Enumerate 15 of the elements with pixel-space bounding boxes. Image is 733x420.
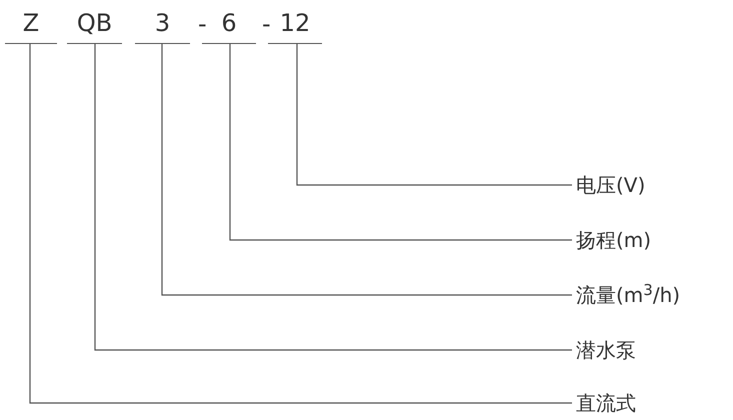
code-segment: 3 — [135, 0, 190, 44]
meaning-label: 流量(m$^{3}$/h) — [576, 282, 680, 308]
code-segment: 12 — [268, 0, 322, 44]
code-segment: QB — [67, 0, 122, 44]
meaning-label: 电压(V) — [576, 172, 646, 198]
meaning-label: 直流式 — [576, 390, 636, 416]
leader-line — [161, 44, 572, 296]
leader-line — [29, 44, 572, 404]
meaning-label: 潜水泵 — [576, 337, 636, 363]
separator-dash: - — [262, 12, 271, 36]
leader-line — [229, 44, 572, 241]
code-segment: Z — [5, 0, 57, 44]
leader-line — [296, 44, 572, 186]
meaning-label: 扬程(m) — [576, 227, 652, 253]
leader-line — [94, 44, 572, 351]
